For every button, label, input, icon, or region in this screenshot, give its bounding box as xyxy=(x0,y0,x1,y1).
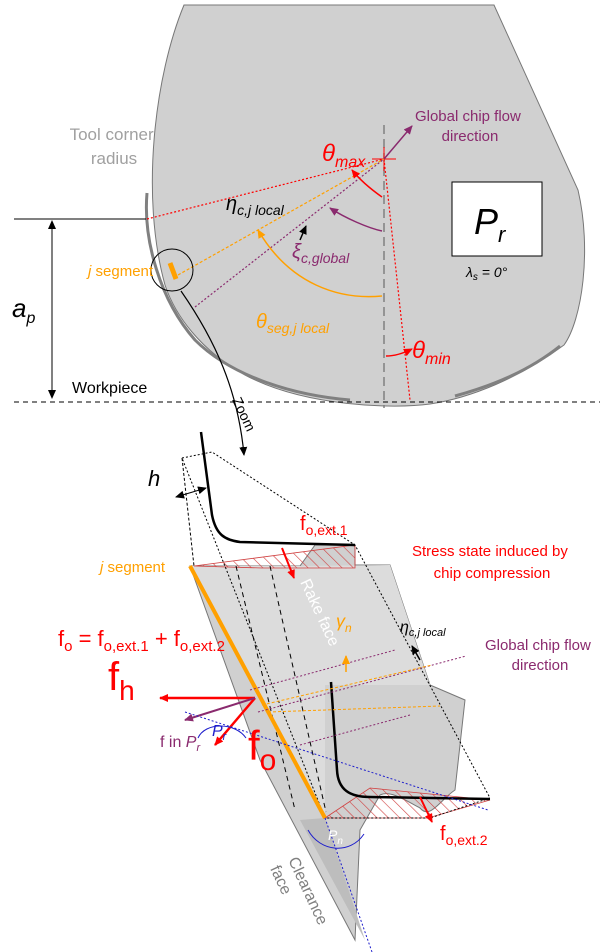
pr-angle-arc xyxy=(197,725,247,739)
j-segment-label-top: j segment xyxy=(86,263,154,280)
global-flow-line xyxy=(194,158,385,308)
pr-label-bottom: Pr xyxy=(212,723,228,743)
cutting-edge-segment xyxy=(188,565,327,819)
chip-edge-bottom xyxy=(329,681,491,801)
orange-line-1 xyxy=(261,664,433,706)
orange-line-2 xyxy=(267,705,441,713)
h-label: h xyxy=(148,466,160,491)
f-ext1-arrow xyxy=(281,547,295,579)
theta-seg-arc xyxy=(257,229,383,298)
stress-region-top xyxy=(193,544,356,569)
fo-arrow xyxy=(214,697,256,746)
j-segment-circle xyxy=(150,248,194,292)
chip-outline-inner xyxy=(181,457,195,567)
global-chip-flow-label-bottom: Global chip flow direction xyxy=(485,637,595,674)
zoomed-segment-view: h fo,ext.1 Stress state induced by chip … xyxy=(58,431,595,952)
stress-label: Stress state induced by chip compression xyxy=(412,543,572,582)
pr-box-label: Pr xyxy=(474,201,507,247)
eta-local-arrow-bottom xyxy=(411,645,421,661)
corner-radius-edge xyxy=(144,192,351,402)
fo-label: fo xyxy=(248,722,276,777)
force-equation: fo = fo,ext.1 + fo,ext.2 xyxy=(58,626,225,655)
fh-label: fh xyxy=(108,655,135,706)
eta-local-label-bottom: ηc,j local xyxy=(400,619,446,639)
zoom-label: Zoom xyxy=(229,395,259,434)
global-chip-flow-label: Global chip flow direction xyxy=(415,108,525,145)
f-in-pr-label: f in Pr xyxy=(160,734,201,754)
theta-min-label: θmin xyxy=(412,337,451,368)
j-segment-mark xyxy=(167,262,179,280)
xi-global-arc xyxy=(329,207,383,232)
theta-min-arc xyxy=(385,348,413,357)
f-in-pr-arrow xyxy=(184,697,256,722)
top-insert-view: Tool corner radius Global chip flow dire… xyxy=(12,4,600,456)
theta-max-arc xyxy=(351,169,383,198)
eta-local-arc xyxy=(299,225,307,241)
theta-max-label: θmax xyxy=(322,140,366,171)
purple-line-3 xyxy=(299,714,411,746)
zoom-arrow xyxy=(180,290,248,456)
edge-dashed-1 xyxy=(235,565,296,811)
h-dimension xyxy=(175,486,207,499)
stress-region-bottom xyxy=(323,787,491,819)
theta-max-line xyxy=(146,158,385,220)
tool-label: Tool xyxy=(384,867,413,884)
purple-line-2 xyxy=(249,649,396,691)
eta-local-label: ηc,j local xyxy=(226,193,285,218)
f-ext2-arrow xyxy=(419,796,433,823)
tool-corner-radius-label: Tool corner radius xyxy=(70,125,159,168)
segment-normal-line xyxy=(177,158,385,276)
workpiece-label: Workpiece xyxy=(72,380,147,397)
xi-global-label: ξc,global xyxy=(292,241,350,266)
f-ext1-label: fo,ext.1 xyxy=(300,513,348,538)
gamma-n-label: γn xyxy=(336,611,352,635)
pn-angle-arc xyxy=(307,829,365,849)
edge-dashed-2 xyxy=(269,565,327,813)
j-segment-label-bottom: j segment xyxy=(98,559,166,576)
clearance-face-shape xyxy=(300,818,365,940)
global-chip-flow-arrow xyxy=(383,125,413,160)
lambda-label: λs = 0° xyxy=(465,264,508,283)
f-ext2-label: fo,ext.2 xyxy=(440,823,488,848)
pr-plane-line xyxy=(184,711,489,811)
theta-min-line xyxy=(383,158,411,401)
flank-edge-segment xyxy=(454,344,561,398)
pn-label: Pn xyxy=(328,827,343,847)
theta-seg-label: θseg,j local xyxy=(256,311,330,336)
tool-insert-shape xyxy=(151,4,586,407)
ap-label: ap xyxy=(12,293,35,327)
pr-plane-box xyxy=(451,181,543,257)
chip-edge-top xyxy=(199,431,356,547)
